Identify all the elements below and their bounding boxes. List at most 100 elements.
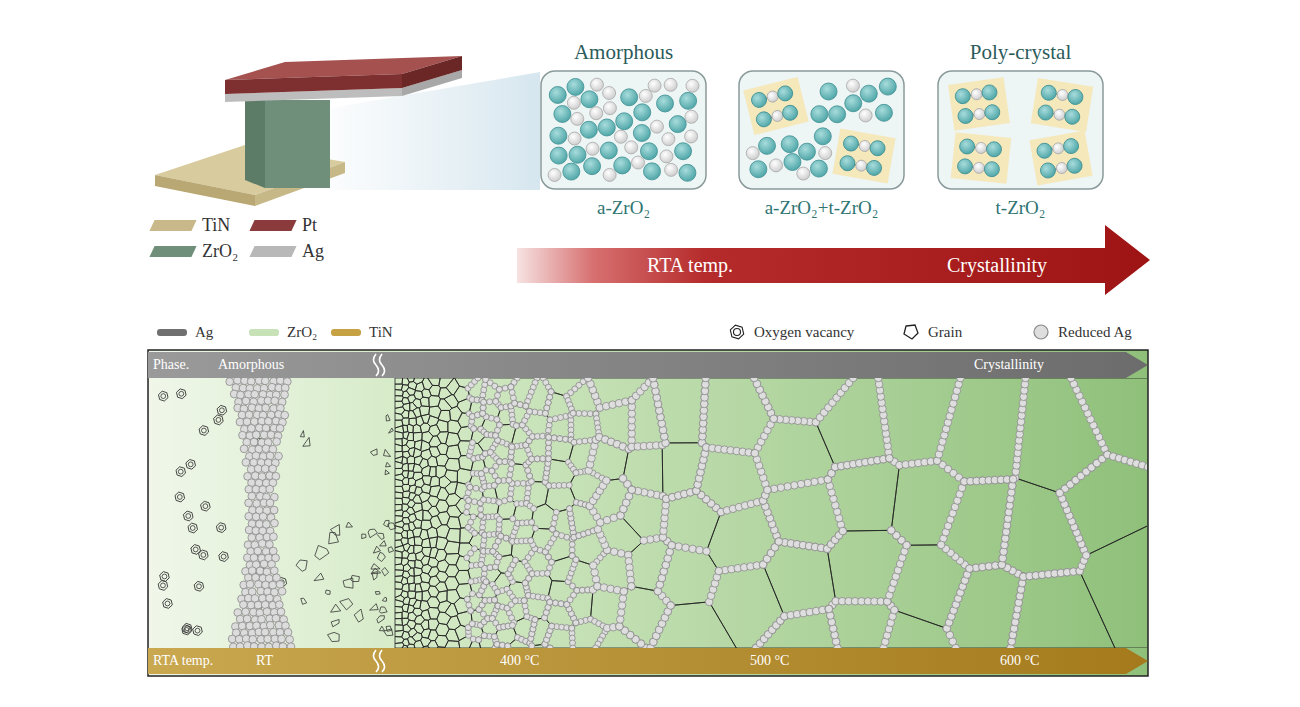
reduced-ag xyxy=(464,596,470,602)
reduced-ag xyxy=(667,602,675,610)
reduced-ag xyxy=(562,436,568,442)
grain-nucleus xyxy=(296,560,307,571)
reduced-ag xyxy=(246,580,254,588)
grain-nucleus xyxy=(351,575,360,581)
reduced-ag xyxy=(471,426,477,432)
reduced-ag xyxy=(242,458,250,466)
reduced-ag xyxy=(589,562,597,570)
grain-nucleus xyxy=(380,607,388,613)
grain xyxy=(395,378,403,384)
reduced-ag xyxy=(597,405,603,411)
reduced-ag xyxy=(271,397,279,405)
reduced-ag xyxy=(569,625,575,631)
reduced-ag xyxy=(591,569,599,577)
oxygen-vacancy xyxy=(186,514,191,519)
boundary-ag xyxy=(464,378,1147,648)
reduced-ag xyxy=(546,434,552,440)
reduced-ag xyxy=(616,623,624,631)
reduced-ag xyxy=(250,438,258,446)
reduced-ag xyxy=(573,470,579,476)
reduced-ag xyxy=(510,395,516,401)
oxygen-vacancy xyxy=(201,501,211,511)
reduced-ag xyxy=(483,579,489,585)
reduced-ag xyxy=(480,410,486,416)
reduced-ag xyxy=(529,643,535,648)
reduced-ag xyxy=(473,485,479,491)
reduced-ag xyxy=(247,378,255,385)
grain xyxy=(401,385,408,392)
reduced-ag xyxy=(252,431,260,439)
reduced-ag xyxy=(509,622,515,628)
grain xyxy=(437,420,448,432)
grain xyxy=(403,564,411,572)
grain xyxy=(422,500,432,511)
reduced-ag xyxy=(603,477,611,485)
reduced-ag xyxy=(468,608,474,614)
reduced-ag xyxy=(553,509,559,515)
grain xyxy=(816,378,890,467)
grain xyxy=(413,464,422,473)
reduced-ag xyxy=(750,378,758,382)
reduced-ag xyxy=(491,634,497,640)
grain xyxy=(444,541,460,554)
reduced-ag xyxy=(481,399,487,405)
reduced-ag xyxy=(515,480,521,486)
reduced-ag xyxy=(286,636,294,644)
reduced-ag xyxy=(619,595,627,603)
reduced-ag xyxy=(480,410,486,416)
reduced-ag xyxy=(512,400,518,406)
grain xyxy=(937,378,1025,482)
reduced-ag xyxy=(547,565,553,571)
grain xyxy=(414,510,423,521)
grain-nucleus xyxy=(389,428,394,433)
reduced-ag xyxy=(668,541,676,549)
reduced-ag xyxy=(547,417,553,423)
grain xyxy=(663,491,721,552)
reduced-ag xyxy=(532,525,538,531)
reduced-ag xyxy=(512,400,518,406)
reduced-ag xyxy=(619,475,627,483)
reduced-ag xyxy=(275,601,283,609)
grain-nucleus xyxy=(343,578,353,588)
reduced-ag xyxy=(249,635,257,643)
reduced-ag xyxy=(616,623,624,631)
reduced-ag xyxy=(544,570,550,576)
reduced-ag xyxy=(495,478,501,484)
grain xyxy=(620,490,666,541)
reduced-ag xyxy=(703,547,711,555)
grain xyxy=(407,424,413,432)
grain-nucleus xyxy=(385,470,389,475)
reduced-ag xyxy=(512,557,518,563)
reduced-ag xyxy=(507,496,513,502)
reduced-ag xyxy=(476,637,482,643)
reduced-ag xyxy=(242,397,250,405)
reduced-ag xyxy=(509,460,515,466)
grain-nucleus xyxy=(371,568,381,574)
grain-nucleus xyxy=(370,604,379,610)
oxygen-vacancy xyxy=(158,581,168,591)
reduced-ag xyxy=(509,389,515,395)
grain xyxy=(588,378,653,408)
reduced-ag xyxy=(243,615,251,623)
reduced-ag xyxy=(617,609,625,617)
reduced-ag xyxy=(468,608,474,614)
reduced-ag xyxy=(584,378,592,382)
reduced-ag xyxy=(467,484,473,490)
reduced-ag xyxy=(494,417,500,423)
reduced-ag xyxy=(557,436,563,442)
reduced-ag xyxy=(628,583,636,591)
reduced-ag xyxy=(281,391,289,399)
grain-boundaries xyxy=(395,378,1147,648)
grain xyxy=(450,406,463,421)
reduced-ag xyxy=(668,541,676,549)
reduced-ag xyxy=(513,423,519,429)
reduced-ag xyxy=(467,484,473,490)
reduced-ag xyxy=(702,378,710,382)
grain xyxy=(402,418,409,426)
reduced-ag xyxy=(475,378,481,381)
reduced-ag xyxy=(505,643,511,648)
reduced-ag xyxy=(508,384,514,390)
grain-nucleus xyxy=(372,572,378,580)
reduced-ag xyxy=(466,497,472,503)
grain xyxy=(408,561,415,569)
